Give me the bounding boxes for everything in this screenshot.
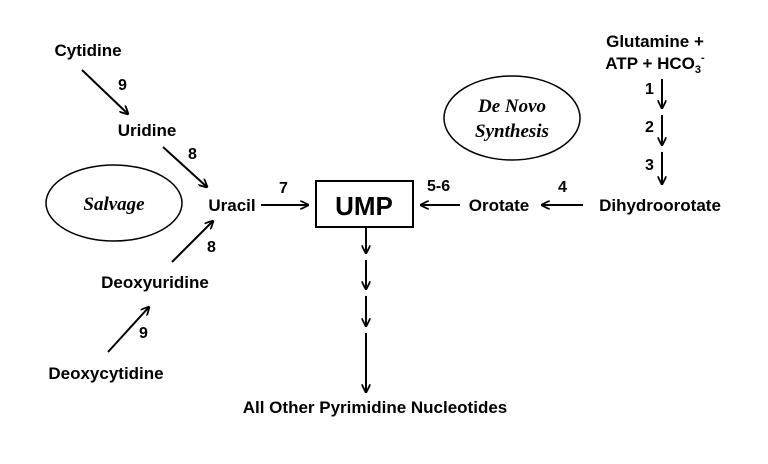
node-deoxycytidine: Deoxycytidine	[48, 364, 163, 383]
synthesis-label: Synthesis	[475, 121, 549, 142]
salvage-ellipse	[45, 164, 183, 242]
node-ump: UMP	[335, 191, 393, 221]
step-orotate-ump: 5-6	[427, 178, 450, 195]
step-deoxycytidine-deoxyuridine: 9	[139, 325, 148, 342]
node-dihydroorotate: Dihydroorotate	[599, 196, 721, 215]
node-cytidine: Cytidine	[54, 41, 121, 60]
step-2: 2	[645, 119, 654, 136]
arrow-cytidine-uridine	[81, 69, 128, 114]
step-cytidine-uridine: 9	[118, 77, 127, 94]
step-1: 1	[645, 81, 654, 98]
de-novo-label: De Novo	[477, 96, 546, 117]
ump-box	[315, 180, 414, 228]
step-uracil-ump: 7	[279, 180, 288, 197]
node-uracil: Uracil	[208, 196, 255, 215]
step-deoxyuridine-uracil: 8	[207, 239, 216, 256]
node-atp-hco3: ATP + HCO3-	[605, 52, 705, 76]
hco3-superscript: -	[701, 52, 705, 64]
de-novo-ellipse	[443, 75, 581, 161]
node-deoxyuridine: Deoxyuridine	[101, 273, 209, 292]
arrow-deoxycytidine-deoxyuridine	[107, 307, 149, 353]
step-3: 3	[645, 157, 654, 174]
node-glutamine: Glutamine +	[606, 32, 704, 51]
atp-hco3-main: ATP + HCO	[605, 54, 695, 73]
arrow-uridine-uracil	[162, 146, 207, 187]
salvage-label: Salvage	[83, 194, 145, 215]
step-dihydroorotate-orotate: 4	[558, 179, 567, 196]
hco3-subscript: 3	[695, 64, 701, 76]
node-orotate: Orotate	[469, 196, 529, 215]
node-uridine: Uridine	[118, 121, 177, 140]
arrow-deoxyuridine-uracil	[171, 221, 213, 263]
node-all-other-pyrimidines: All Other Pyrimidine Nucleotides	[243, 398, 508, 417]
step-uridine-uracil: 8	[188, 146, 197, 163]
